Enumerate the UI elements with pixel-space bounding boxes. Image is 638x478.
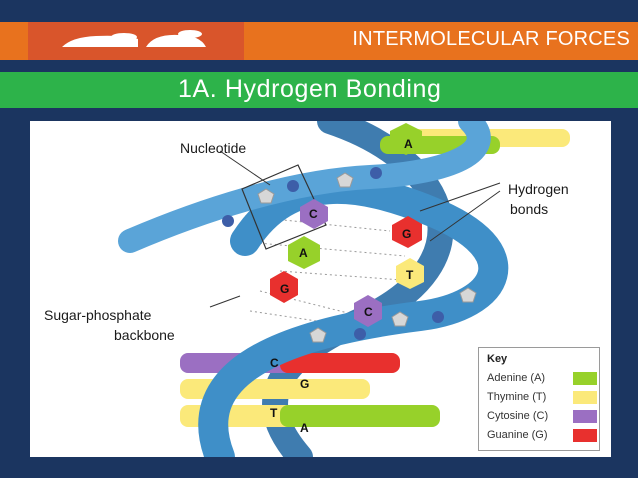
base-letter-t-1: T	[406, 268, 414, 282]
dna-helix-illustration	[118, 121, 570, 457]
base-letter-a-1: A	[299, 246, 308, 260]
base-letter-t-bottom: T	[270, 406, 278, 420]
section-title: INTERMOLECULAR FORCES	[352, 28, 630, 50]
key-item-guanine: Guanine (G)	[487, 429, 597, 443]
base-c-2	[354, 295, 382, 327]
rung-a-bottom	[280, 405, 440, 427]
dna-figure: Nucleotide Hydrogen bonds Sugar-phosphat…	[30, 121, 611, 457]
base-c-1	[300, 199, 328, 229]
base-a-top	[390, 123, 422, 155]
key-item-label: Cytosine (C)	[487, 410, 549, 422]
key-item-label: Adenine (A)	[487, 372, 546, 384]
base-letter-c-1: C	[309, 207, 318, 221]
nucleotide-outline	[241, 164, 327, 250]
key-swatch-adenine	[573, 372, 597, 385]
key-swatch-cytosine	[573, 410, 597, 423]
base-a-1	[288, 236, 320, 269]
label-nucleotide: Nucleotide	[180, 140, 247, 156]
slide-title: 1A. Hydrogen Bonding	[178, 75, 442, 103]
base-t-1	[396, 258, 424, 289]
title-band	[0, 72, 638, 108]
base-letter-g-2: G	[280, 282, 290, 296]
base-letter-a-top: A	[404, 137, 413, 151]
upper-strand	[118, 121, 491, 253]
base-g-2	[270, 271, 298, 303]
label-hydrogen-bonds-line1: Hydrogen	[508, 181, 569, 197]
label-backbone-line1: Sugar-phosphate	[44, 307, 152, 323]
base-g-1	[392, 216, 422, 248]
logo-shapes-icon	[62, 30, 206, 47]
rung-g-bottom	[280, 353, 400, 373]
base-letter-g-bottom: G	[300, 377, 310, 391]
base-letter-c-2: C	[364, 305, 373, 319]
logo	[28, 22, 244, 60]
key-item-thymine: Thymine (T)	[487, 391, 597, 405]
key-title: Key	[487, 353, 508, 365]
base-letter-a-bottom: A	[300, 421, 309, 435]
key-swatch-guanine	[573, 429, 597, 442]
base-letter-c-bottom: C	[270, 356, 279, 370]
key-item-adenine: Adenine (A)	[487, 372, 597, 386]
key-legend: Key Adenine (A) Thymine (T) Cytosine (C)…	[478, 347, 600, 451]
base-letter-g-1: G	[402, 227, 412, 241]
key-item-label: Thymine (T)	[487, 391, 547, 403]
key-swatch-thymine	[573, 391, 597, 404]
label-backbone-line2: backbone	[114, 327, 175, 343]
key-item-cytosine: Cytosine (C)	[487, 410, 597, 424]
key-item-label: Guanine (G)	[487, 429, 548, 441]
label-hydrogen-bonds-line2: bonds	[510, 201, 549, 217]
